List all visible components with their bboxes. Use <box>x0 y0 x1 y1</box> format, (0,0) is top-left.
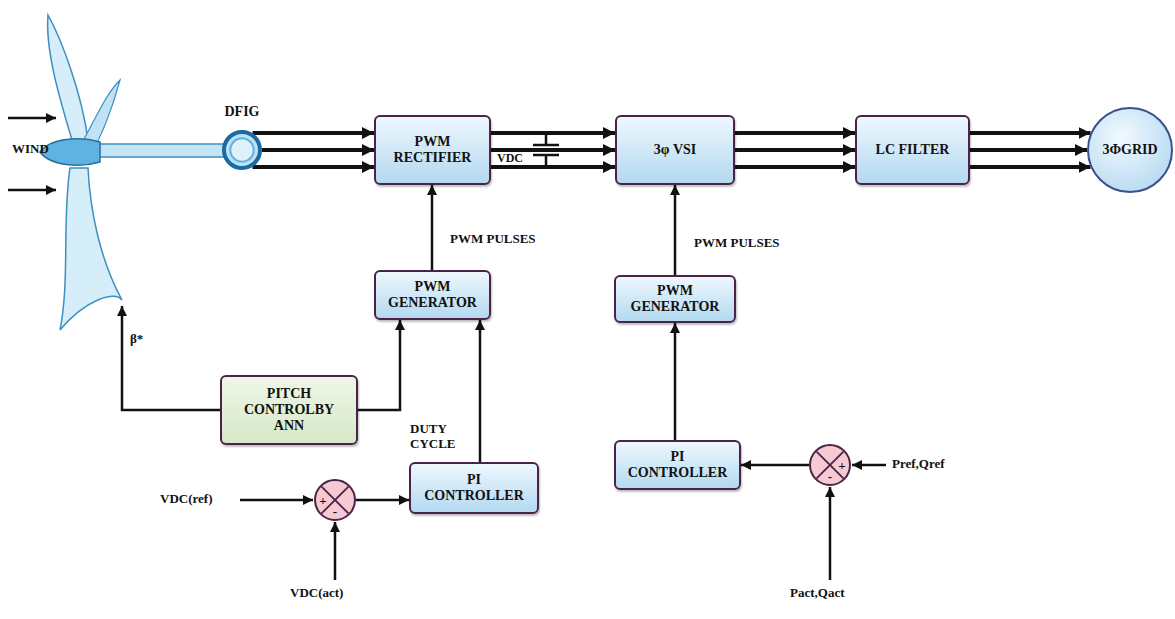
rectifier-box: PWM RECTIFIER <box>374 115 491 185</box>
signal-label: PWM PULSES <box>448 232 538 247</box>
block-label: 3ΦGRID <box>1102 142 1157 158</box>
signal-wire <box>741 464 809 467</box>
phase-conductor <box>735 165 855 169</box>
power-bus <box>253 133 374 167</box>
pi-controller-box: PI CONTROLLER <box>409 462 539 514</box>
block-label: LC FILTER <box>876 142 950 158</box>
pwm-generator-box: PWM GENERATOR <box>374 270 491 320</box>
pitch-control-box: PITCH CONTROLBY ANN <box>220 375 358 445</box>
phase-conductor <box>491 165 615 169</box>
summing-junction: +- <box>314 479 356 521</box>
signal-line <box>675 323 676 440</box>
wind-label: WIND <box>12 142 49 156</box>
signal-label: DUTY CYCLE <box>408 422 474 452</box>
signal-line <box>675 185 676 275</box>
signal-line <box>356 500 409 501</box>
phase-conductor <box>970 131 1091 135</box>
sign-symbol: + <box>838 459 845 472</box>
signal-line <box>480 320 481 462</box>
phase-conductor <box>491 131 615 135</box>
summing-junction: +- <box>809 444 851 486</box>
phase-conductor <box>735 131 855 135</box>
feedback-input-wire <box>334 522 337 580</box>
pitch-command-wire <box>122 306 220 410</box>
phase-conductor <box>970 165 1091 169</box>
block-label: PI CONTROLLER <box>417 472 531 504</box>
phase-conductor <box>253 165 374 169</box>
signal-line <box>432 185 433 270</box>
turbine-blade <box>60 168 122 330</box>
signal-wire <box>431 185 434 270</box>
reference-input-wire <box>240 499 313 502</box>
wind-arrow <box>8 117 56 120</box>
signal-wire <box>358 320 400 410</box>
power-bus <box>491 133 615 167</box>
sign-symbol: + <box>319 494 326 507</box>
power-bus <box>735 133 855 167</box>
wind-arrow <box>8 189 56 192</box>
block-label: PI CONTROLLER <box>622 449 733 481</box>
filter-box: LC FILTER <box>855 115 970 185</box>
block-label: PWM GENERATOR <box>622 283 728 315</box>
signal-name: Pact,Qact <box>790 586 845 600</box>
block-label: 3φ VSI <box>654 142 697 158</box>
generator-label: DFIG <box>225 104 260 120</box>
voltage-label: VDC <box>497 152 523 164</box>
signal-wire <box>674 323 677 440</box>
signal-name: Pref,Qref <box>892 457 945 471</box>
pi-controller-box: PI CONTROLLER <box>614 440 741 490</box>
signal-label: PWM PULSES <box>692 236 782 251</box>
signal-name: VDC(ref) <box>160 492 212 506</box>
block-label: PITCH CONTROLBY ANN <box>228 386 350 434</box>
grid-circle: 3ΦGRID <box>1087 107 1173 193</box>
block-label: PWM GENERATOR <box>382 279 483 311</box>
reference-input-wire <box>852 464 886 467</box>
turbine-shaft <box>92 144 226 157</box>
signal-wire <box>674 185 677 275</box>
phase-conductor <box>262 148 374 152</box>
inverter-box: 3φ VSI <box>615 115 735 185</box>
signal-line <box>741 465 809 466</box>
power-bus <box>970 133 1091 167</box>
turbine-hub <box>40 139 100 165</box>
phase-conductor <box>735 148 855 152</box>
generator-circle: DFIG <box>222 130 262 170</box>
pwm-generator-box: PWM GENERATOR <box>614 275 736 323</box>
sign-symbol: - <box>333 505 337 518</box>
phase-conductor <box>253 131 374 135</box>
signal-line <box>358 320 400 410</box>
signal-name: VDC(act) <box>290 586 343 600</box>
signal-wire <box>479 320 482 462</box>
sign-symbol: - <box>828 470 832 483</box>
pitch-angle-label: β* <box>130 332 143 346</box>
signal-wire <box>356 499 409 502</box>
block-label: PWM RECTIFIER <box>382 134 483 166</box>
turbine-blade <box>48 15 88 140</box>
phase-conductor <box>970 148 1087 152</box>
feedback-input-wire <box>829 487 832 580</box>
